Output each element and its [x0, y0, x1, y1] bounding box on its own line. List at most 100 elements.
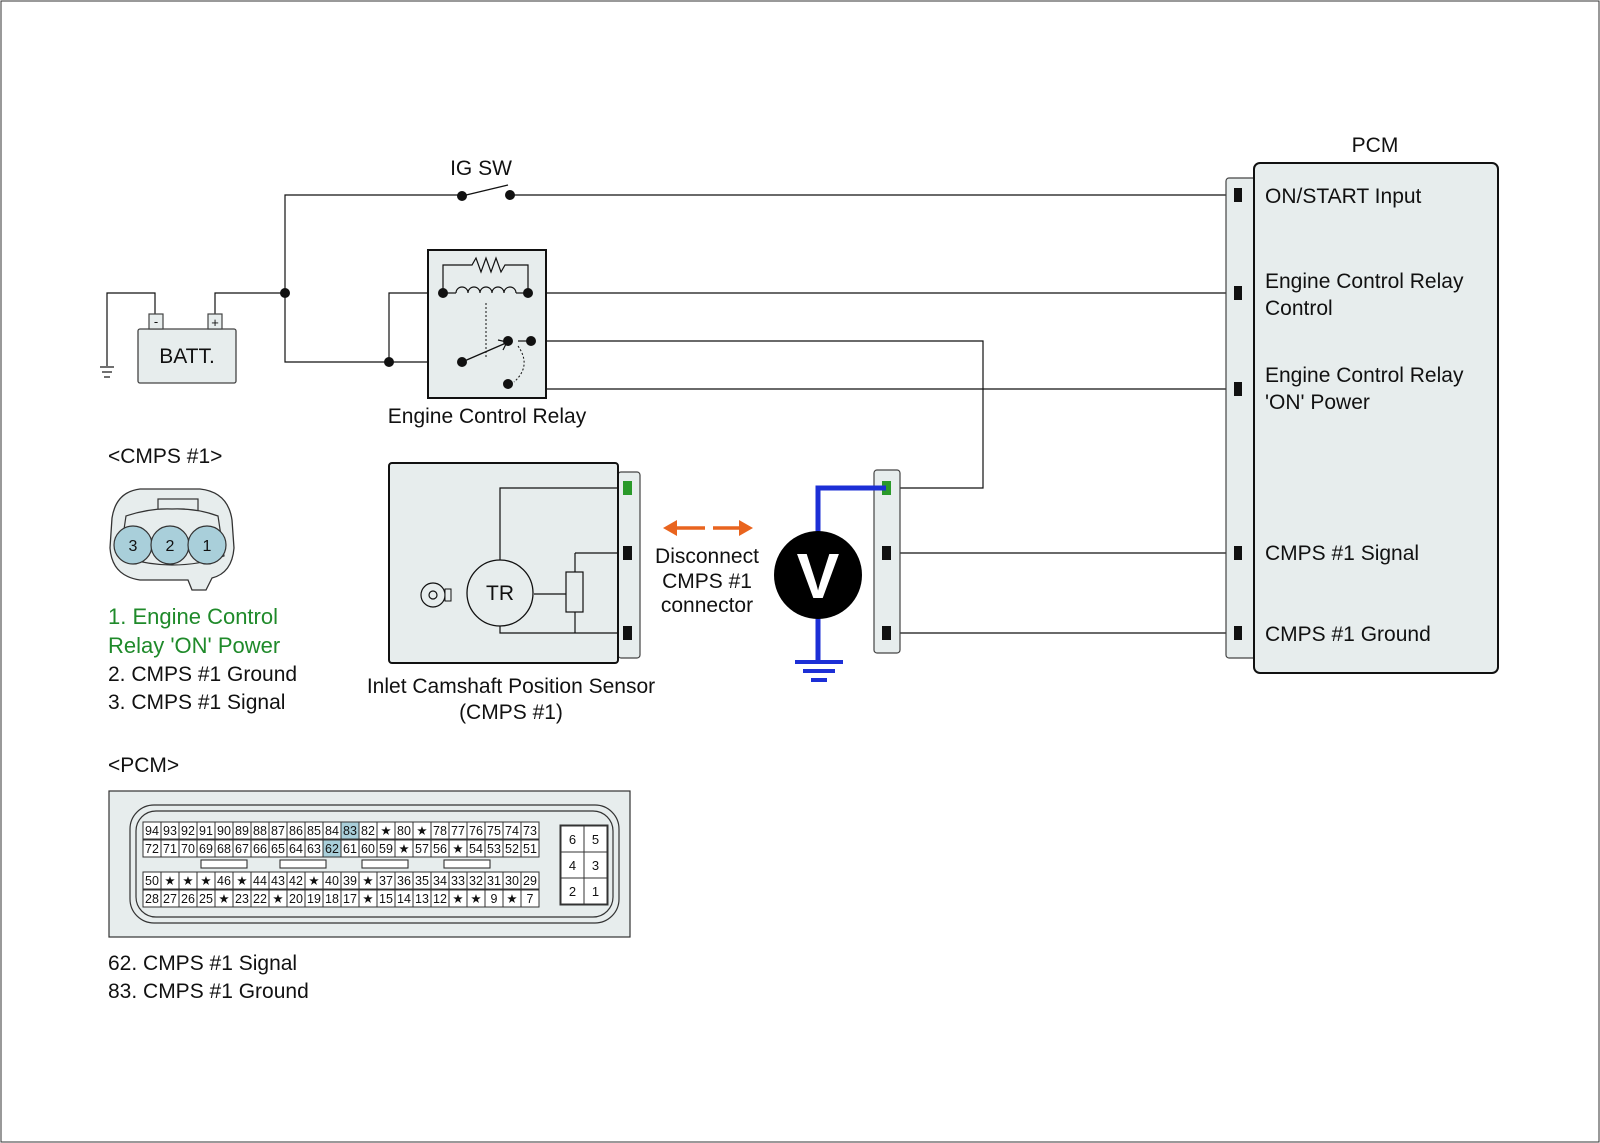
pcm-pin-label: 22	[253, 892, 267, 906]
pcm-pin-label: 9	[491, 892, 498, 906]
battery-positive-terminal	[207, 313, 223, 330]
pcm-pin-cell	[520, 889, 540, 908]
pcm-pin-label: 31	[487, 874, 501, 888]
sensor-terminal-power	[623, 481, 632, 495]
pcm-small-pin-cell	[583, 877, 608, 905]
pcm-pin-label: 62	[325, 842, 339, 856]
cmps-connector-title: <CMPS #1>	[108, 445, 222, 468]
pcm-pin-label: ★	[416, 824, 427, 838]
pcm-pin-label: 69	[199, 842, 213, 856]
pcm-pin-label: 60	[361, 842, 375, 856]
pcm-pin-label: 68	[217, 842, 231, 856]
voltmeter-positive-lead	[815, 485, 886, 534]
relay-resistor	[442, 256, 529, 293]
pcm-small-pin-label: 5	[592, 832, 599, 847]
pcm-title: PCM	[1352, 134, 1399, 157]
pcm-small-pin-label: 3	[592, 858, 599, 873]
pcm-pin-label: 77	[451, 824, 465, 838]
pcm-pin-label: 33	[451, 874, 465, 888]
pcm-pin-label: 67	[235, 842, 249, 856]
pcm-pin-label: 36	[397, 874, 411, 888]
battery-ground-symbol	[100, 366, 114, 378]
pcm-pin-label: 15	[379, 892, 393, 906]
sensor-terminal-ground	[623, 626, 632, 640]
pcm-pin-label: 14	[397, 892, 411, 906]
cmps-legend-1b: Relay 'ON' Power	[108, 633, 280, 658]
pcm-pin-label: 25	[199, 892, 213, 906]
cmps-legend-3: 3. CMPS #1 Signal	[108, 691, 285, 714]
pcm-pin-cmps-ground: CMPS #1 Ground	[1265, 623, 1431, 646]
sensor-magnet-icon	[420, 582, 446, 608]
pcm-pin-label: 28	[145, 892, 159, 906]
harness-connector	[873, 469, 901, 654]
pcm-pin-label: 7	[527, 892, 534, 906]
cmps-legend-1a: 1. Engine Control	[108, 604, 278, 629]
pcm-pin-cell	[520, 871, 540, 890]
pcm-pin-label: ★	[182, 874, 193, 888]
battery: - + BATT.	[137, 313, 237, 384]
pcm-pin-label: 91	[199, 824, 213, 838]
relay-body	[427, 249, 547, 399]
pcm-pin-label: 44	[253, 874, 267, 888]
harness-connector-body	[873, 469, 901, 654]
pcm-pin-label: ★	[362, 874, 373, 888]
arrow-right-icon	[739, 520, 753, 536]
pcm-pin-label: 87	[271, 824, 285, 838]
pcm-pin-label: 63	[307, 842, 321, 856]
cmps-legend-2: 2. CMPS #1 Ground	[108, 663, 297, 686]
voltmeter: V	[774, 485, 886, 682]
battery-body	[137, 328, 237, 384]
voltmeter-symbol: V	[797, 540, 840, 612]
pcm-pin-ecr-power-line2: 'ON' Power	[1265, 391, 1370, 414]
disconnect-label-line2: CMPS #1	[662, 570, 752, 593]
pcm-pin-label: ★	[398, 842, 409, 856]
cmps-pin-3-label: 3	[129, 538, 138, 555]
pcm-pin-label: 78	[433, 824, 447, 838]
pcm-pin-label: 29	[523, 874, 537, 888]
pcm-pin-label: ★	[470, 892, 481, 906]
sensor-resistor	[565, 571, 584, 613]
pcm-pin-label: ★	[218, 892, 229, 906]
pcm-pin-label: 17	[343, 892, 357, 906]
pcm-pin-label: 72	[145, 842, 159, 856]
cmps-pin-2-label: 2	[166, 538, 175, 555]
harness-terminal-ground	[882, 626, 891, 640]
pcm-pin-label: 32	[469, 874, 483, 888]
pcm-pin-label: 82	[361, 824, 375, 838]
pcm-pin-label: ★	[362, 892, 373, 906]
pcm-pin-label: 65	[271, 842, 285, 856]
pcm-pin-label: 53	[487, 842, 501, 856]
pcm-pin-label: 75	[487, 824, 501, 838]
sensor-label-line1: Inlet Camshaft Position Sensor	[367, 675, 655, 698]
pcm-pin-label: 71	[163, 842, 177, 856]
pcm-pin-ecr-control-line2: Control	[1265, 297, 1333, 320]
relay-coil	[455, 286, 517, 294]
pcm-pin-label: ★	[380, 824, 391, 838]
pcm-pin-cell	[520, 839, 540, 858]
pcm-pin-label: 74	[505, 824, 519, 838]
pcm-pin-label: 27	[163, 892, 177, 906]
pcm-pin-label: 51	[523, 842, 537, 856]
pcm-pin-label: 89	[235, 824, 249, 838]
pcm-small-pin-label: 6	[569, 832, 576, 847]
pcm-pin-label: 85	[307, 824, 321, 838]
sensor-label-line2: (CMPS #1)	[459, 701, 563, 724]
pcm-small-pin-label: 1	[592, 884, 599, 899]
pcm-pin-label: ★	[452, 892, 463, 906]
battery-plus-sign: +	[211, 315, 219, 330]
pcm-pin-label: 13	[415, 892, 429, 906]
engine-control-relay: Engine Control Relay	[388, 249, 587, 428]
pcm-pin-label: 40	[325, 874, 339, 888]
pcm-pin-label: 37	[379, 874, 393, 888]
disconnect-label-line1: Disconnect	[655, 545, 759, 568]
voltmeter-ground-icon	[795, 660, 843, 682]
cmps-pin-1	[187, 525, 227, 565]
pcm-pin-label: 26	[181, 892, 195, 906]
pcm-connector-title: <PCM>	[108, 754, 179, 777]
pcm-pin-label: 23	[235, 892, 249, 906]
harness-terminal-signal	[882, 546, 891, 560]
pcm-pin-label: 20	[289, 892, 303, 906]
